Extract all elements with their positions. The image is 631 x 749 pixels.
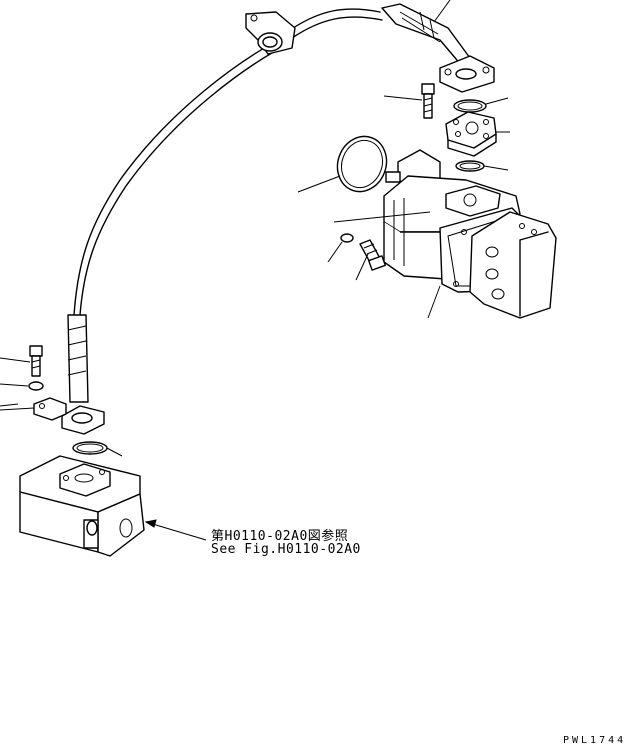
adapter-block xyxy=(445,111,510,157)
o-ring-motor-port xyxy=(455,160,509,172)
o-ring-upper xyxy=(453,97,509,113)
reference-text-japanese: 第H0110-02A0図参照 xyxy=(211,529,349,544)
washer-motor xyxy=(327,233,354,263)
o-ring-large xyxy=(297,135,388,193)
reference-text-english: See Fig.H0110-02A0 xyxy=(211,542,361,557)
hose-end-upper xyxy=(381,0,495,93)
hose-tube xyxy=(73,8,383,316)
valve-block xyxy=(19,455,145,557)
hydraulic-motor xyxy=(333,149,557,319)
reference-arrow xyxy=(144,519,207,541)
hose-clamp xyxy=(245,11,296,55)
leader-lines xyxy=(0,403,19,407)
bolt-motor xyxy=(355,239,386,281)
bolt-upper xyxy=(383,83,435,119)
washer-lower xyxy=(0,381,44,391)
flange-lower xyxy=(0,397,67,421)
o-ring-lower xyxy=(72,441,123,457)
drawing-id: PWL1744 xyxy=(563,735,627,746)
bolt-lower xyxy=(0,345,43,377)
hose-end-lower xyxy=(61,314,105,435)
